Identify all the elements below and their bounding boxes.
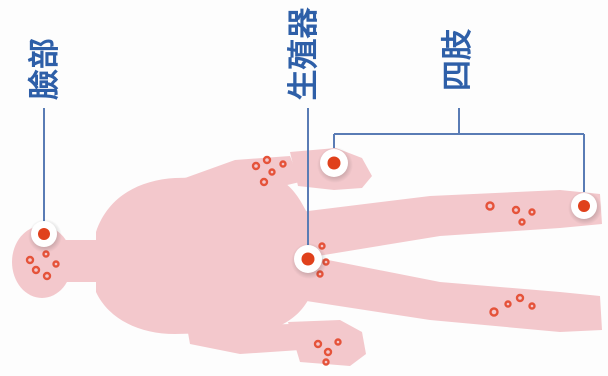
lesion-dot bbox=[515, 293, 525, 303]
lesion-dot bbox=[504, 300, 512, 308]
lesion-dot bbox=[485, 201, 495, 211]
arm-upper bbox=[185, 156, 300, 204]
lesion-dot bbox=[528, 208, 536, 216]
callout-lines bbox=[43, 108, 585, 252]
marker-foot bbox=[568, 191, 602, 225]
marker-foot-dot bbox=[578, 200, 590, 212]
marker-genitals-dot bbox=[301, 252, 315, 266]
arm-lower bbox=[185, 316, 300, 354]
lesion-dot bbox=[322, 358, 330, 366]
lesion-dot bbox=[518, 218, 526, 226]
lesion-dot bbox=[489, 307, 499, 317]
marker-hand bbox=[317, 147, 353, 183]
lesion-dot bbox=[42, 271, 52, 281]
marker-genitals bbox=[291, 243, 327, 279]
lesion-dot bbox=[334, 338, 342, 346]
label-limbs: 四肢 bbox=[440, 29, 476, 91]
lesion-dot bbox=[31, 265, 41, 275]
torso bbox=[96, 176, 320, 334]
lesion-dot bbox=[323, 347, 333, 357]
label-face: 臉部 bbox=[27, 38, 63, 100]
neck bbox=[62, 240, 102, 282]
marker-face-dot bbox=[38, 228, 50, 240]
lesion-dot bbox=[318, 242, 326, 250]
lesion-dot bbox=[52, 260, 60, 268]
label-genitals: 生殖器 bbox=[286, 7, 322, 101]
marker-hand-dot bbox=[327, 156, 341, 170]
lesion-dot bbox=[251, 161, 261, 171]
marker-face bbox=[28, 219, 62, 253]
lesion-dot bbox=[259, 177, 269, 187]
lesion-dot bbox=[25, 255, 35, 265]
lesion-dot bbox=[268, 168, 276, 176]
lesion-dot bbox=[313, 339, 323, 349]
lesion-dots bbox=[25, 155, 536, 366]
leg-lower bbox=[300, 258, 602, 332]
lesion-dot bbox=[279, 160, 287, 168]
lesion-dot bbox=[262, 155, 272, 165]
lesion-dot bbox=[528, 302, 536, 310]
lesion-dot bbox=[511, 205, 521, 215]
hand-lower bbox=[288, 320, 366, 366]
body-silhouette bbox=[12, 148, 602, 366]
leg-upper bbox=[300, 190, 602, 256]
